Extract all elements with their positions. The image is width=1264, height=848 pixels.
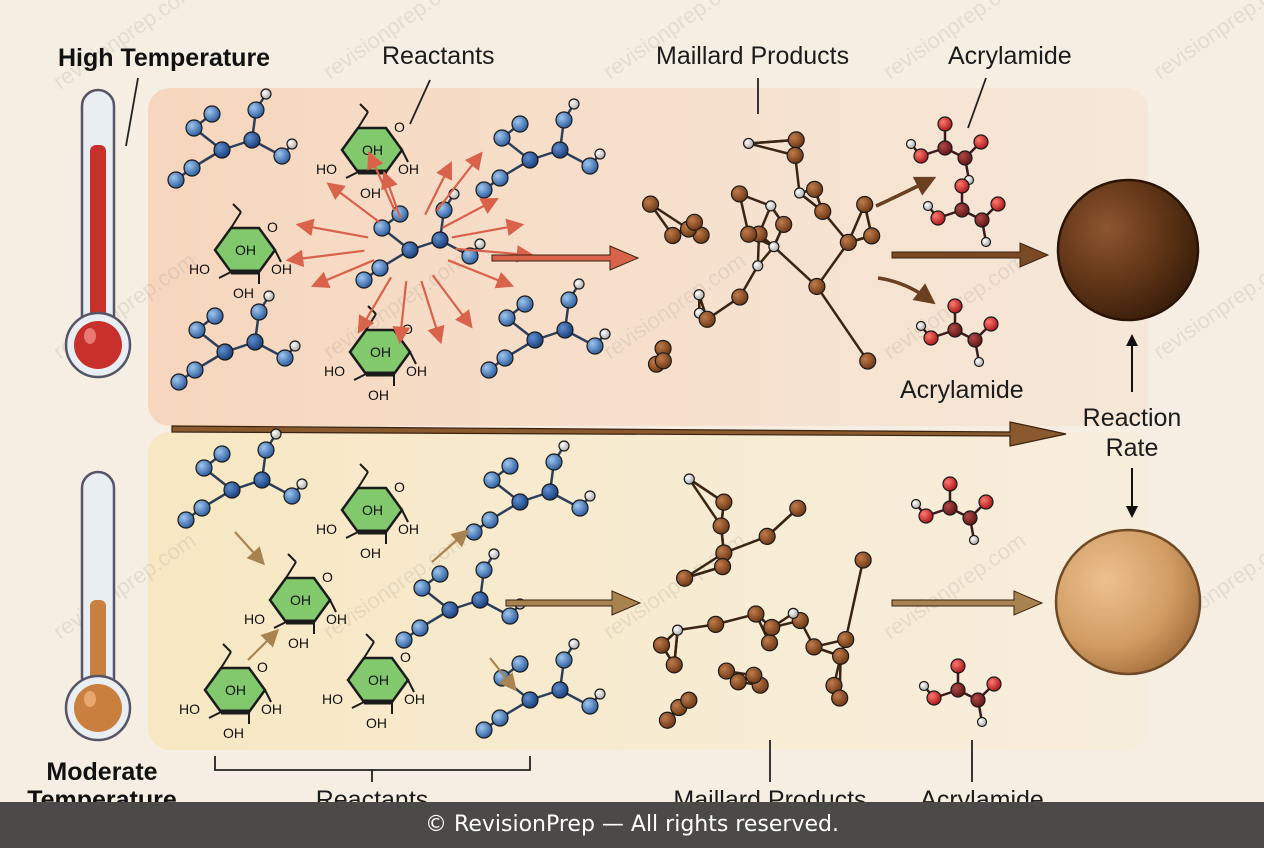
svg-text:OH: OH xyxy=(404,691,425,707)
svg-text:OH: OH xyxy=(326,611,347,627)
acrylamide-molecule xyxy=(922,178,1006,248)
amino-acid-molecule xyxy=(177,428,308,529)
acrylamide-mid-label: Acrylamide xyxy=(900,376,1024,404)
svg-text:OH: OH xyxy=(368,387,389,403)
svg-text:O: O xyxy=(257,659,268,675)
acrylamide-top-label: Acrylamide xyxy=(948,42,1072,70)
maillard-bottom-label: Maillard Products xyxy=(673,786,866,802)
svg-text:OH: OH xyxy=(360,185,381,201)
svg-text:OH: OH xyxy=(223,725,244,741)
acrylamide-molecule xyxy=(910,476,994,546)
svg-text:OH: OH xyxy=(370,344,391,360)
svg-text:OH: OH xyxy=(362,142,383,158)
maillard-product-molecule xyxy=(652,473,872,729)
svg-text:OH: OH xyxy=(362,502,383,518)
hot-thermometer xyxy=(64,88,132,379)
svg-text:O: O xyxy=(394,119,405,135)
dark-browning-ball xyxy=(1056,178,1200,322)
svg-text:O: O xyxy=(322,569,333,585)
moderate-thermometer xyxy=(64,470,132,742)
svg-text:HO: HO xyxy=(179,701,200,717)
svg-text:OH: OH xyxy=(290,592,311,608)
amino-acid-molecule xyxy=(480,278,611,379)
svg-text:OH: OH xyxy=(233,285,254,301)
svg-text:OH: OH xyxy=(368,672,389,688)
glucose-ring: O OH HO OH OH xyxy=(244,553,347,651)
svg-text:OH: OH xyxy=(406,363,427,379)
svg-text:HO: HO xyxy=(322,691,343,707)
acrylamide-molecule xyxy=(915,298,999,368)
light-browning-ball xyxy=(1054,528,1202,676)
reaction-rate-label-2: Rate xyxy=(1106,434,1159,462)
svg-text:OH: OH xyxy=(288,635,309,651)
svg-text:OH: OH xyxy=(398,161,419,177)
glucose-ring: O OH HO OH OH xyxy=(322,633,425,731)
svg-text:OH: OH xyxy=(271,261,292,277)
glucose-ring: O OH HO OH OH xyxy=(316,103,419,201)
svg-text:O: O xyxy=(402,321,413,337)
watermark-text: revisionprep.com xyxy=(1149,0,1264,84)
moderate-label-2: Temperature xyxy=(27,786,177,802)
long-arrow xyxy=(171,421,1067,447)
copyright-footer: © RevisionPrep — All rights reserved. xyxy=(0,802,1264,848)
svg-text:HO: HO xyxy=(189,261,210,277)
glucose-ring: O OH HO OH OH xyxy=(189,203,292,301)
svg-text:O: O xyxy=(400,649,411,665)
reaction-rate-label-1: Reaction xyxy=(1083,404,1182,432)
svg-text:OH: OH xyxy=(225,682,246,698)
glucose-ring: O OH HO OH OH xyxy=(179,643,282,741)
svg-text:OH: OH xyxy=(398,521,419,537)
maillard-top-label: Maillard Products xyxy=(656,42,849,70)
glucose-ring: O OH HO OH OH xyxy=(316,463,419,561)
amino-acid-molecule xyxy=(475,98,606,199)
acrylamide-bottom-label: Acrylamide xyxy=(920,786,1044,802)
svg-text:OH: OH xyxy=(261,701,282,717)
svg-text:HO: HO xyxy=(324,363,345,379)
amino-acid-molecule xyxy=(465,440,596,541)
amino-acid-molecule xyxy=(395,548,526,649)
arrow-layer xyxy=(234,150,1050,692)
amino-acid-molecule xyxy=(167,88,298,189)
svg-text:O: O xyxy=(267,219,278,235)
svg-text:HO: HO xyxy=(244,611,265,627)
reactants-bottom-label: Reactants xyxy=(316,786,429,802)
acrylamide-molecule xyxy=(918,658,1002,728)
svg-text:OH: OH xyxy=(366,715,387,731)
amino-acid-molecule xyxy=(170,290,301,391)
high-temperature-label: High Temperature xyxy=(58,44,270,72)
svg-text:OH: OH xyxy=(235,242,256,258)
maillard-product-molecule xyxy=(641,131,881,373)
svg-text:HO: HO xyxy=(316,161,337,177)
svg-text:O: O xyxy=(394,479,405,495)
amino-acid-molecule xyxy=(355,188,486,289)
reactants-top-label: Reactants xyxy=(382,42,495,70)
svg-text:OH: OH xyxy=(360,545,381,561)
svg-text:HO: HO xyxy=(316,521,337,537)
moderate-label-1: Moderate xyxy=(46,758,157,786)
acrylamide-molecule xyxy=(905,116,989,186)
